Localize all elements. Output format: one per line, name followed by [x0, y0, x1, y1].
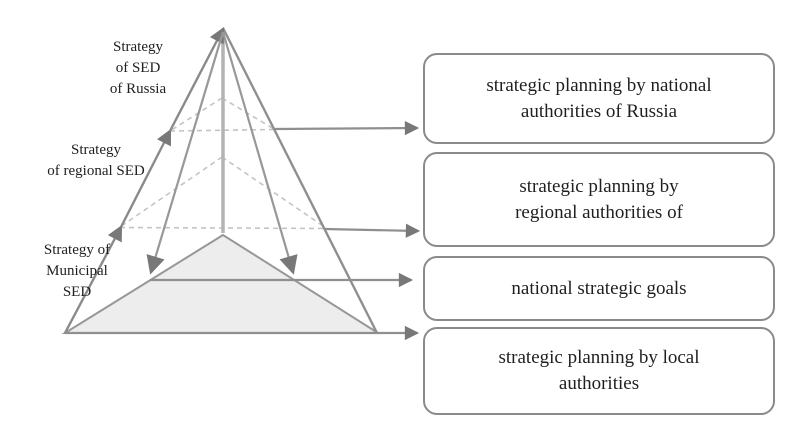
box-national-planning: strategic planning by national authoriti… [423, 53, 775, 144]
label-line: of Russia [109, 81, 167, 97]
dashed-left-slope-mid [119, 156, 223, 228]
box-text-line: regional authorities of [515, 201, 683, 223]
connector-arrows [65, 120, 421, 341]
box-text-line: strategic planning by [519, 175, 679, 197]
box-regional-planning: strategic planning by regional authoriti… [423, 152, 775, 247]
box-national-strategic-goals: national strategic goals [423, 256, 775, 321]
arrow-to-box-regional-icon [324, 223, 421, 238]
national-level-dashed-slice [169, 97, 275, 132]
label-line: SED [62, 284, 92, 300]
up-arrow-municipal-to-regional-icon [63, 224, 123, 334]
box-text-line: strategic planning by local [498, 347, 700, 368]
down-arrow-right-icon [221, 31, 298, 275]
label-line: Municipal [46, 263, 108, 279]
box-text-line: authorities [558, 373, 640, 394]
label-line: Strategy [113, 39, 163, 55]
dashed-left-slope-top [169, 97, 223, 132]
up-arrow-to-apex-icon [168, 26, 225, 132]
pyramid-left-edge-up-arrows [63, 26, 225, 334]
arrow-to-box-national-icon [273, 120, 420, 136]
dashed-right-slope-mid [221, 156, 327, 229]
label-line: of SED [115, 60, 161, 76]
label-strategy-municipal-sed: Strategy of Municipal SED [26, 240, 128, 303]
box-local-planning: strategic planning by local authorities [423, 327, 775, 415]
label-strategy-regional-sed: Strategy of regional SED [25, 140, 167, 182]
pyramid-right-edge [221, 27, 379, 334]
label-line: Strategy [71, 142, 121, 158]
dashed-right-slope-top [221, 97, 275, 130]
box-text-line: strategic planning by national [486, 74, 712, 96]
box-text-line: authorities of Russia [520, 100, 678, 122]
up-arrow-regional-to-national-icon [119, 128, 172, 228]
apex-down-arrows [146, 31, 298, 275]
label-line: Strategy of [43, 242, 111, 258]
box-text-line: national strategic goals [511, 277, 687, 299]
label-strategy-sed-russia: Strategy of SED of Russia [75, 37, 201, 100]
label-line: of regional SED [47, 163, 145, 179]
down-arrow-left-icon [146, 31, 225, 275]
